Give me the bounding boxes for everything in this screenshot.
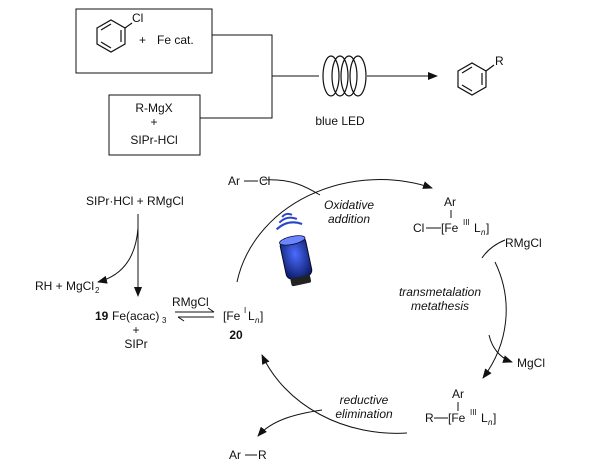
fe3-bottom-close: ] [493, 411, 496, 425]
fe-acac-subscript: 3 [162, 316, 167, 325]
fe3-bottom-n: n [488, 418, 493, 427]
connector-lines [200, 34, 319, 119]
product-ar: Ar [229, 448, 241, 462]
fe3-bottom-l: L [481, 411, 488, 425]
arc-transmetalation [482, 261, 507, 379]
equilibrium-arrows [175, 307, 215, 322]
fe1-n: n [255, 316, 260, 325]
fe3-top-cl: Cl [413, 221, 424, 235]
fe3-bottom-oxidation: III [470, 408, 477, 417]
byproduct-label: RH + MgCl [35, 279, 94, 293]
rmgcl-reagent: RMgCl [505, 236, 542, 250]
byproduct-curve [97, 227, 139, 284]
grignard-label: R-MgX [135, 101, 172, 115]
arc-reductive-elimination [261, 354, 408, 434]
rmgcl-entry-curve [481, 239, 506, 259]
product-r: R [258, 448, 267, 462]
blue-led-label: blue LED [315, 114, 365, 128]
reductive-elimination-line2: elimination [335, 407, 393, 421]
fe1-l: L [248, 309, 255, 323]
fe-acac-plus: + [132, 323, 139, 337]
substrate-ar: Ar [228, 174, 240, 188]
fe-catalyst-label: Fe cat. [157, 33, 194, 47]
catalytic-cycle [236, 179, 507, 434]
fe1-fe: [Fe [223, 309, 241, 323]
fe3-bottom-r: R [425, 411, 434, 425]
transmetalation-line2: metathesis [411, 299, 469, 313]
fe3-bottom-ar: Ar [452, 387, 464, 401]
mgcl-exit-curve [488, 334, 513, 363]
reactant-box-2 [108, 94, 201, 156]
fe3-top-n: n [481, 228, 486, 237]
sipr-label: SIPr [124, 337, 147, 351]
byproduct-subscript: 2 [95, 286, 100, 295]
product-r-label: R [495, 54, 504, 68]
substrate-entry-curve [261, 179, 321, 196]
reductive-elimination-line1: reductive [340, 393, 389, 407]
transmetalation-line1: transmetalation [399, 285, 481, 299]
chlorobenzene-structure [96, 19, 133, 53]
precursor-label: SIPr·HCl + RMgCl [86, 194, 184, 208]
fe1-compound-number: 20 [229, 328, 243, 342]
product-exit-curve [257, 409, 323, 437]
fe-acac-label: Fe(acac) [112, 309, 159, 323]
plus-sign-2: + [150, 115, 157, 129]
oxidative-addition-line1: Oxidative [324, 198, 374, 212]
fe1-close: ] [260, 309, 263, 323]
oxidative-addition-line2: addition [328, 212, 370, 226]
rmgcl-equilibrium-label: RMgCl [172, 295, 209, 309]
fe3-top-fe: [Fe [441, 221, 459, 235]
led-coil-icon [322, 55, 367, 97]
led-bulb-icon [275, 212, 313, 287]
fe3-top-oxidation: III [463, 218, 470, 227]
fe-acac-number: 19 [95, 309, 109, 323]
substrate-cl: Cl [259, 174, 270, 188]
mgcl-byproduct: MgCl [517, 356, 545, 370]
fe3-top-close: ] [486, 221, 489, 235]
reactant-box-1 [75, 8, 213, 74]
chloro-label: Cl [132, 11, 143, 25]
product-benzene-structure [457, 62, 495, 96]
ligand-salt-label: SIPr-HCl [130, 133, 177, 147]
fe3-top-ar: Ar [444, 195, 456, 209]
arc-oxidative-addition [236, 179, 433, 283]
plus-sign-1: + [139, 33, 146, 47]
fe1-oxidation: I [244, 306, 246, 315]
fe3-top-l: L [474, 221, 481, 235]
fe3-bottom-fe: [Fe [448, 411, 466, 425]
